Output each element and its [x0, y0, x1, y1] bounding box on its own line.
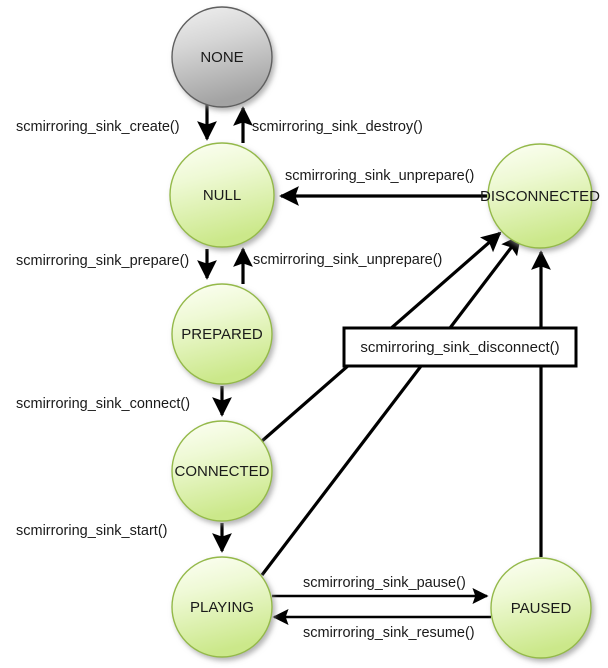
edge-label-connect: scmirroring_sink_connect() — [16, 396, 190, 412]
state-node-connected[interactable]: CONNECTED — [171, 420, 273, 522]
edge-label-destroy: scmirroring_sink_destroy() — [252, 119, 423, 135]
edge-label-unprepare-prepared: scmirroring_sink_unprepare() — [253, 252, 442, 268]
state-node-playing[interactable]: PLAYING — [171, 556, 273, 658]
state-label-playing: PLAYING — [190, 599, 254, 616]
edge-label-prepare: scmirroring_sink_prepare() — [16, 253, 189, 269]
state-node-null[interactable]: NULL — [169, 142, 275, 248]
disconnect-label-box[interactable]: scmirroring_sink_disconnect() — [342, 326, 578, 368]
edge-label-create: scmirroring_sink_create() — [16, 119, 180, 135]
edge-disconnect-from-playing — [260, 234, 522, 576]
disconnect-box-label: scmirroring_sink_disconnect() — [360, 339, 559, 356]
state-label-prepared: PREPARED — [181, 326, 263, 343]
state-label-none: NONE — [200, 49, 243, 66]
state-label-disconnected: DISCONNECTED — [480, 188, 600, 205]
state-node-none[interactable]: NONE — [171, 6, 273, 108]
state-node-paused[interactable]: PAUSED — [490, 557, 592, 659]
edge-label-pause: scmirroring_sink_pause() — [303, 575, 466, 591]
edge-label-resume: scmirroring_sink_resume() — [303, 625, 475, 641]
state-label-null: NULL — [203, 187, 241, 204]
state-label-connected: CONNECTED — [174, 463, 269, 480]
state-node-prepared[interactable]: PREPARED — [171, 283, 273, 385]
edge-label-unprepare-disconnected: scmirroring_sink_unprepare() — [285, 168, 474, 184]
edge-label-start: scmirroring_sink_start() — [16, 523, 167, 539]
state-node-disconnected[interactable]: DISCONNECTED — [480, 143, 600, 249]
state-label-paused: PAUSED — [511, 600, 572, 617]
